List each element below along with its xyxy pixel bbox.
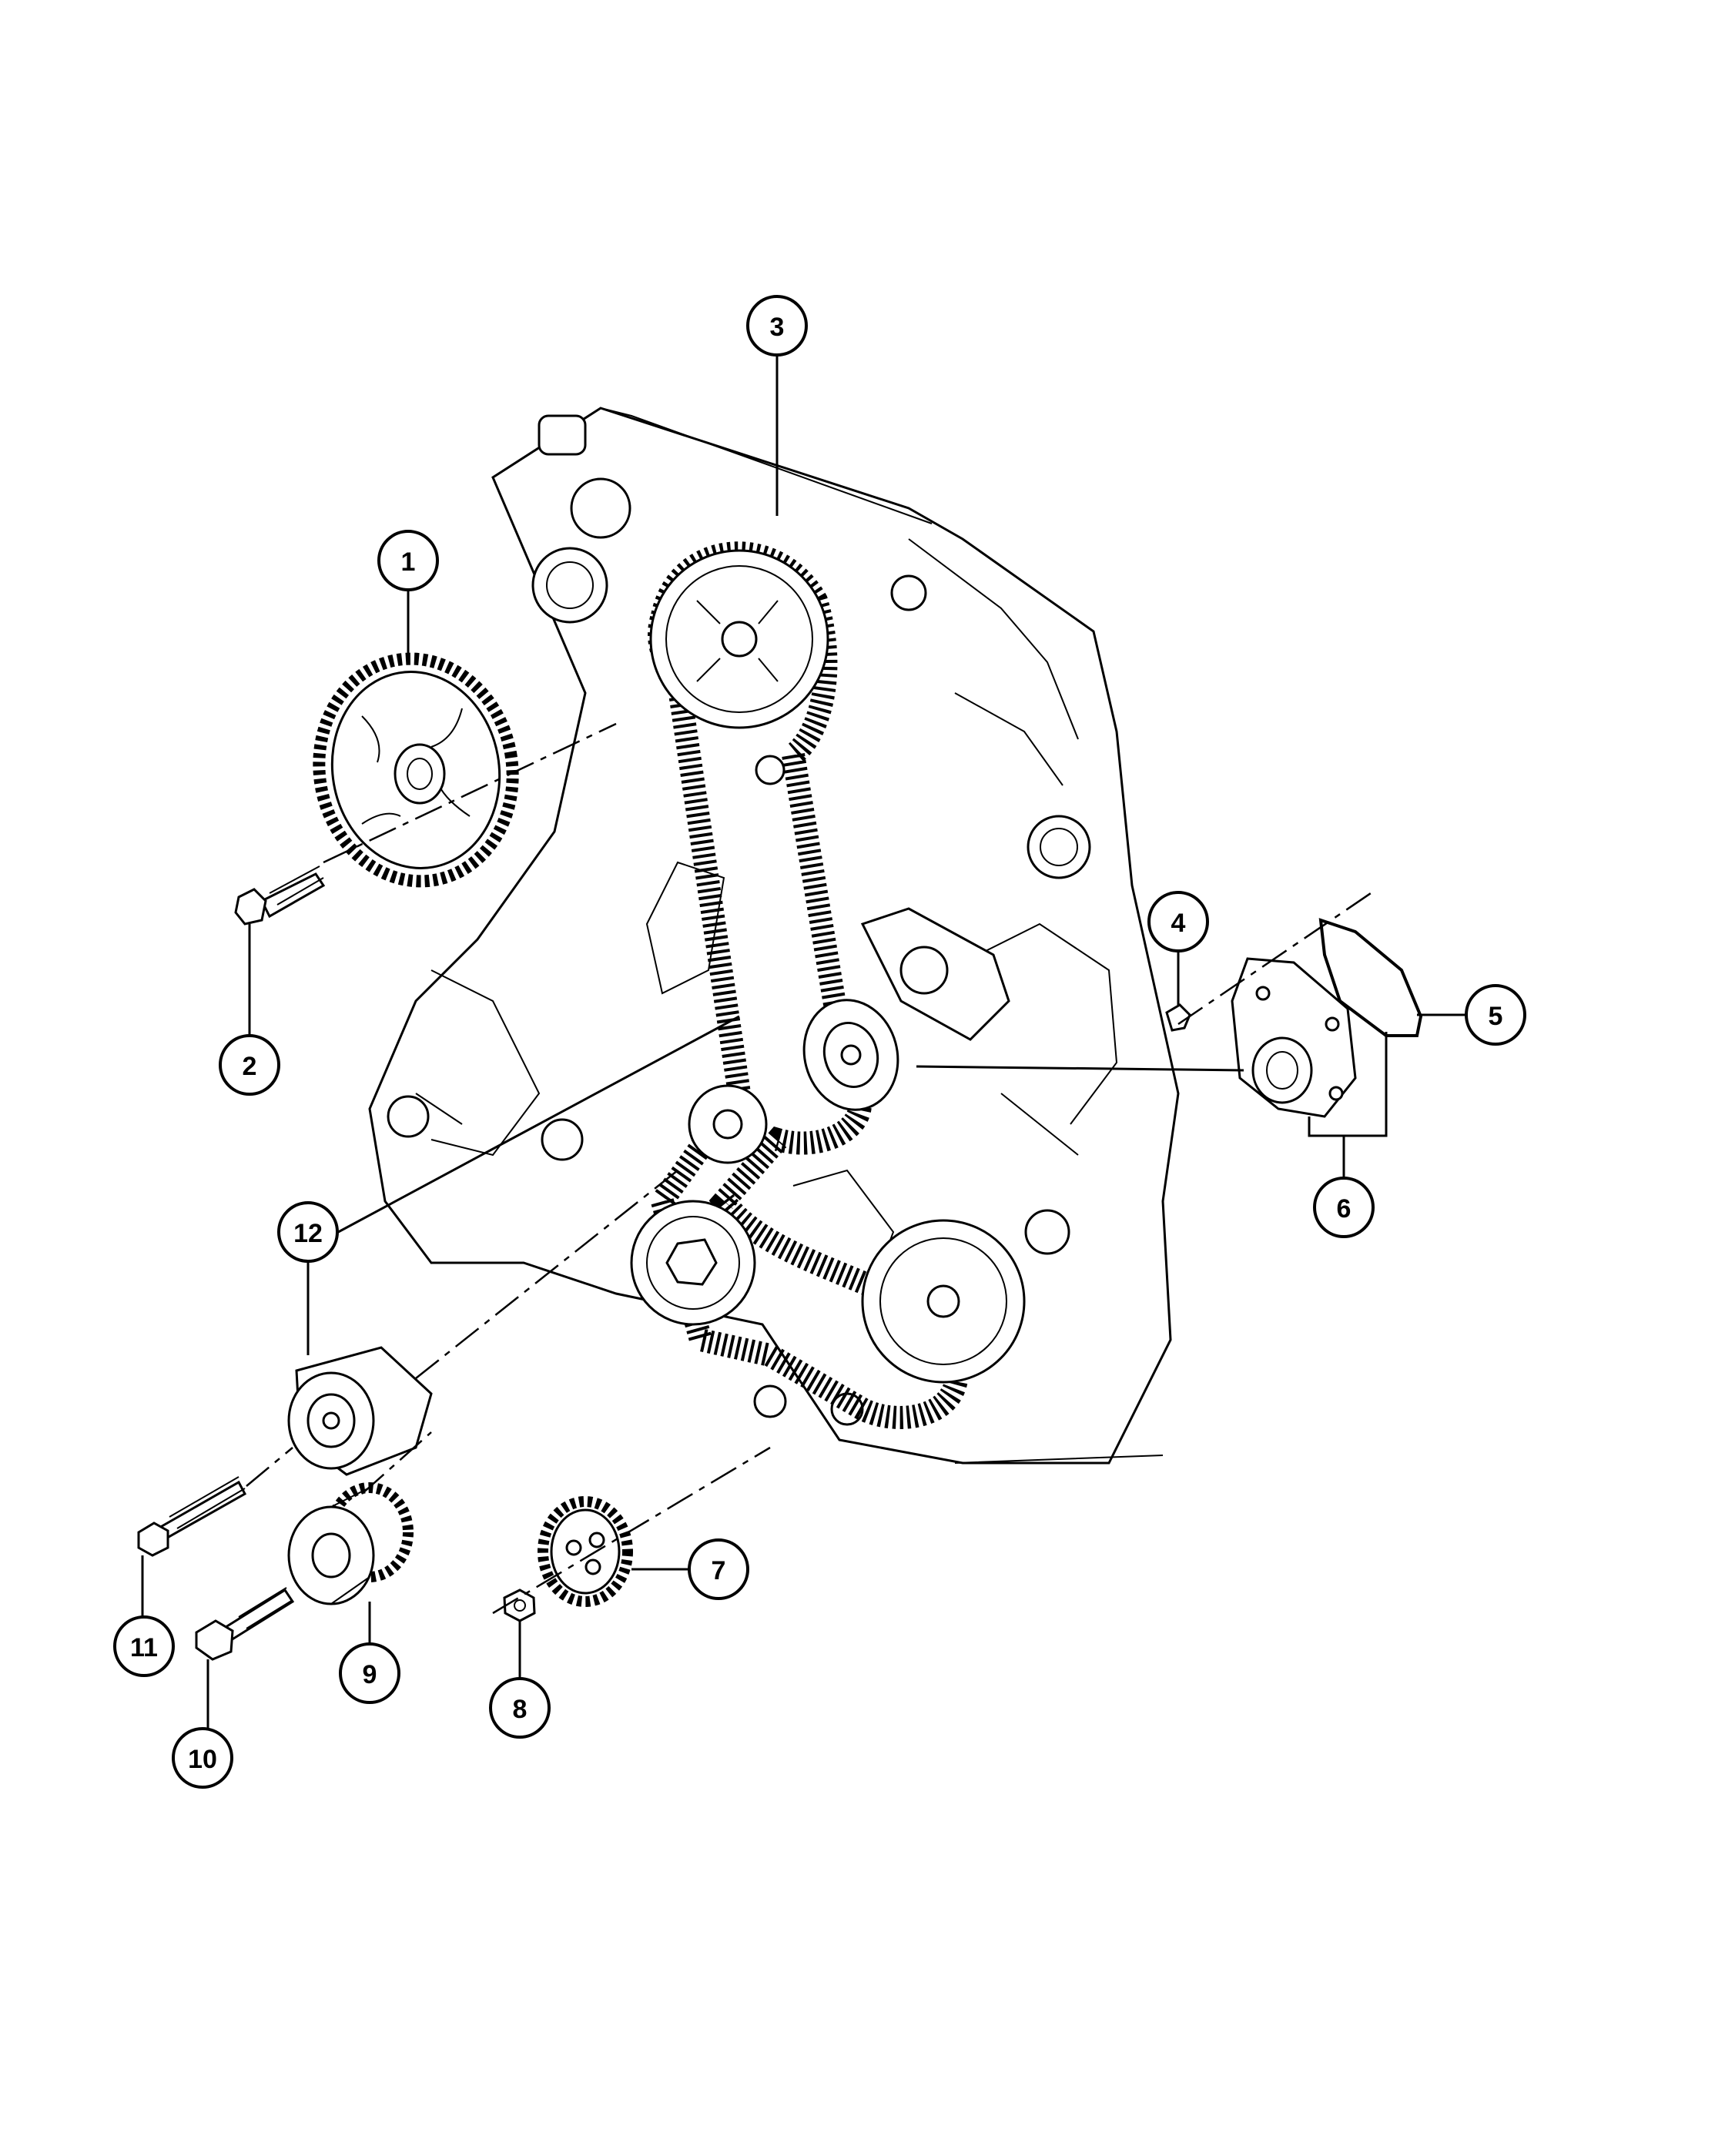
installed-water-pump [860, 907, 1010, 1041]
part-10-crank-bolt [195, 1587, 295, 1661]
part-5-gasket [1318, 918, 1423, 1037]
installed-tensioner-pulley [802, 999, 899, 1111]
callout-3-label: 3 [770, 313, 785, 342]
part-4-screw [1165, 1003, 1191, 1032]
leader-lines [141, 354, 1467, 1729]
callout-8: 8 [489, 1677, 551, 1739]
part-2-bolt [234, 865, 326, 926]
callout-2-label: 2 [243, 1052, 257, 1081]
part-1-camshaft-sprocket [313, 652, 519, 888]
callout-11-label: 11 [130, 1633, 158, 1662]
part-6-water-pump [1231, 957, 1357, 1118]
assembly-axis-lines [246, 722, 1372, 1615]
callout-7-label: 7 [712, 1556, 726, 1585]
callout-6: 6 [1313, 1177, 1375, 1238]
callout-12: 12 [277, 1201, 339, 1263]
callout-6-label: 6 [1337, 1194, 1352, 1224]
part-8-nut [503, 1589, 536, 1622]
installed-crankshaft-pulley [630, 1200, 756, 1326]
callout-5: 5 [1465, 984, 1526, 1046]
callout-11: 11 [113, 1615, 175, 1677]
callout-3: 3 [746, 295, 808, 357]
part-12-tensioner [287, 1346, 433, 1476]
part-9-crankshaft-pulley [287, 1482, 414, 1605]
callout-5-label: 5 [1489, 1002, 1503, 1031]
callout-9: 9 [339, 1642, 400, 1704]
callout-8-label: 8 [513, 1695, 528, 1724]
installed-injection-pump-sprocket [861, 1219, 1026, 1384]
callout-10: 10 [172, 1727, 233, 1789]
callout-4: 4 [1147, 891, 1209, 952]
installed-camshaft-sprocket [649, 549, 829, 729]
callout-9-label: 9 [363, 1660, 377, 1689]
callout-10-label: 10 [188, 1745, 217, 1774]
callout-7: 7 [688, 1538, 749, 1600]
callout-12-label: 12 [293, 1219, 323, 1248]
callout-2: 2 [219, 1034, 280, 1096]
callout-4-label: 4 [1171, 909, 1186, 938]
callout-1: 1 [377, 530, 439, 591]
part-11-tensioner-bolt [137, 1476, 247, 1557]
part-7-sprocket [538, 1496, 633, 1607]
callout-1-label: 1 [401, 547, 416, 577]
installed-idler-pulley [688, 1084, 768, 1164]
